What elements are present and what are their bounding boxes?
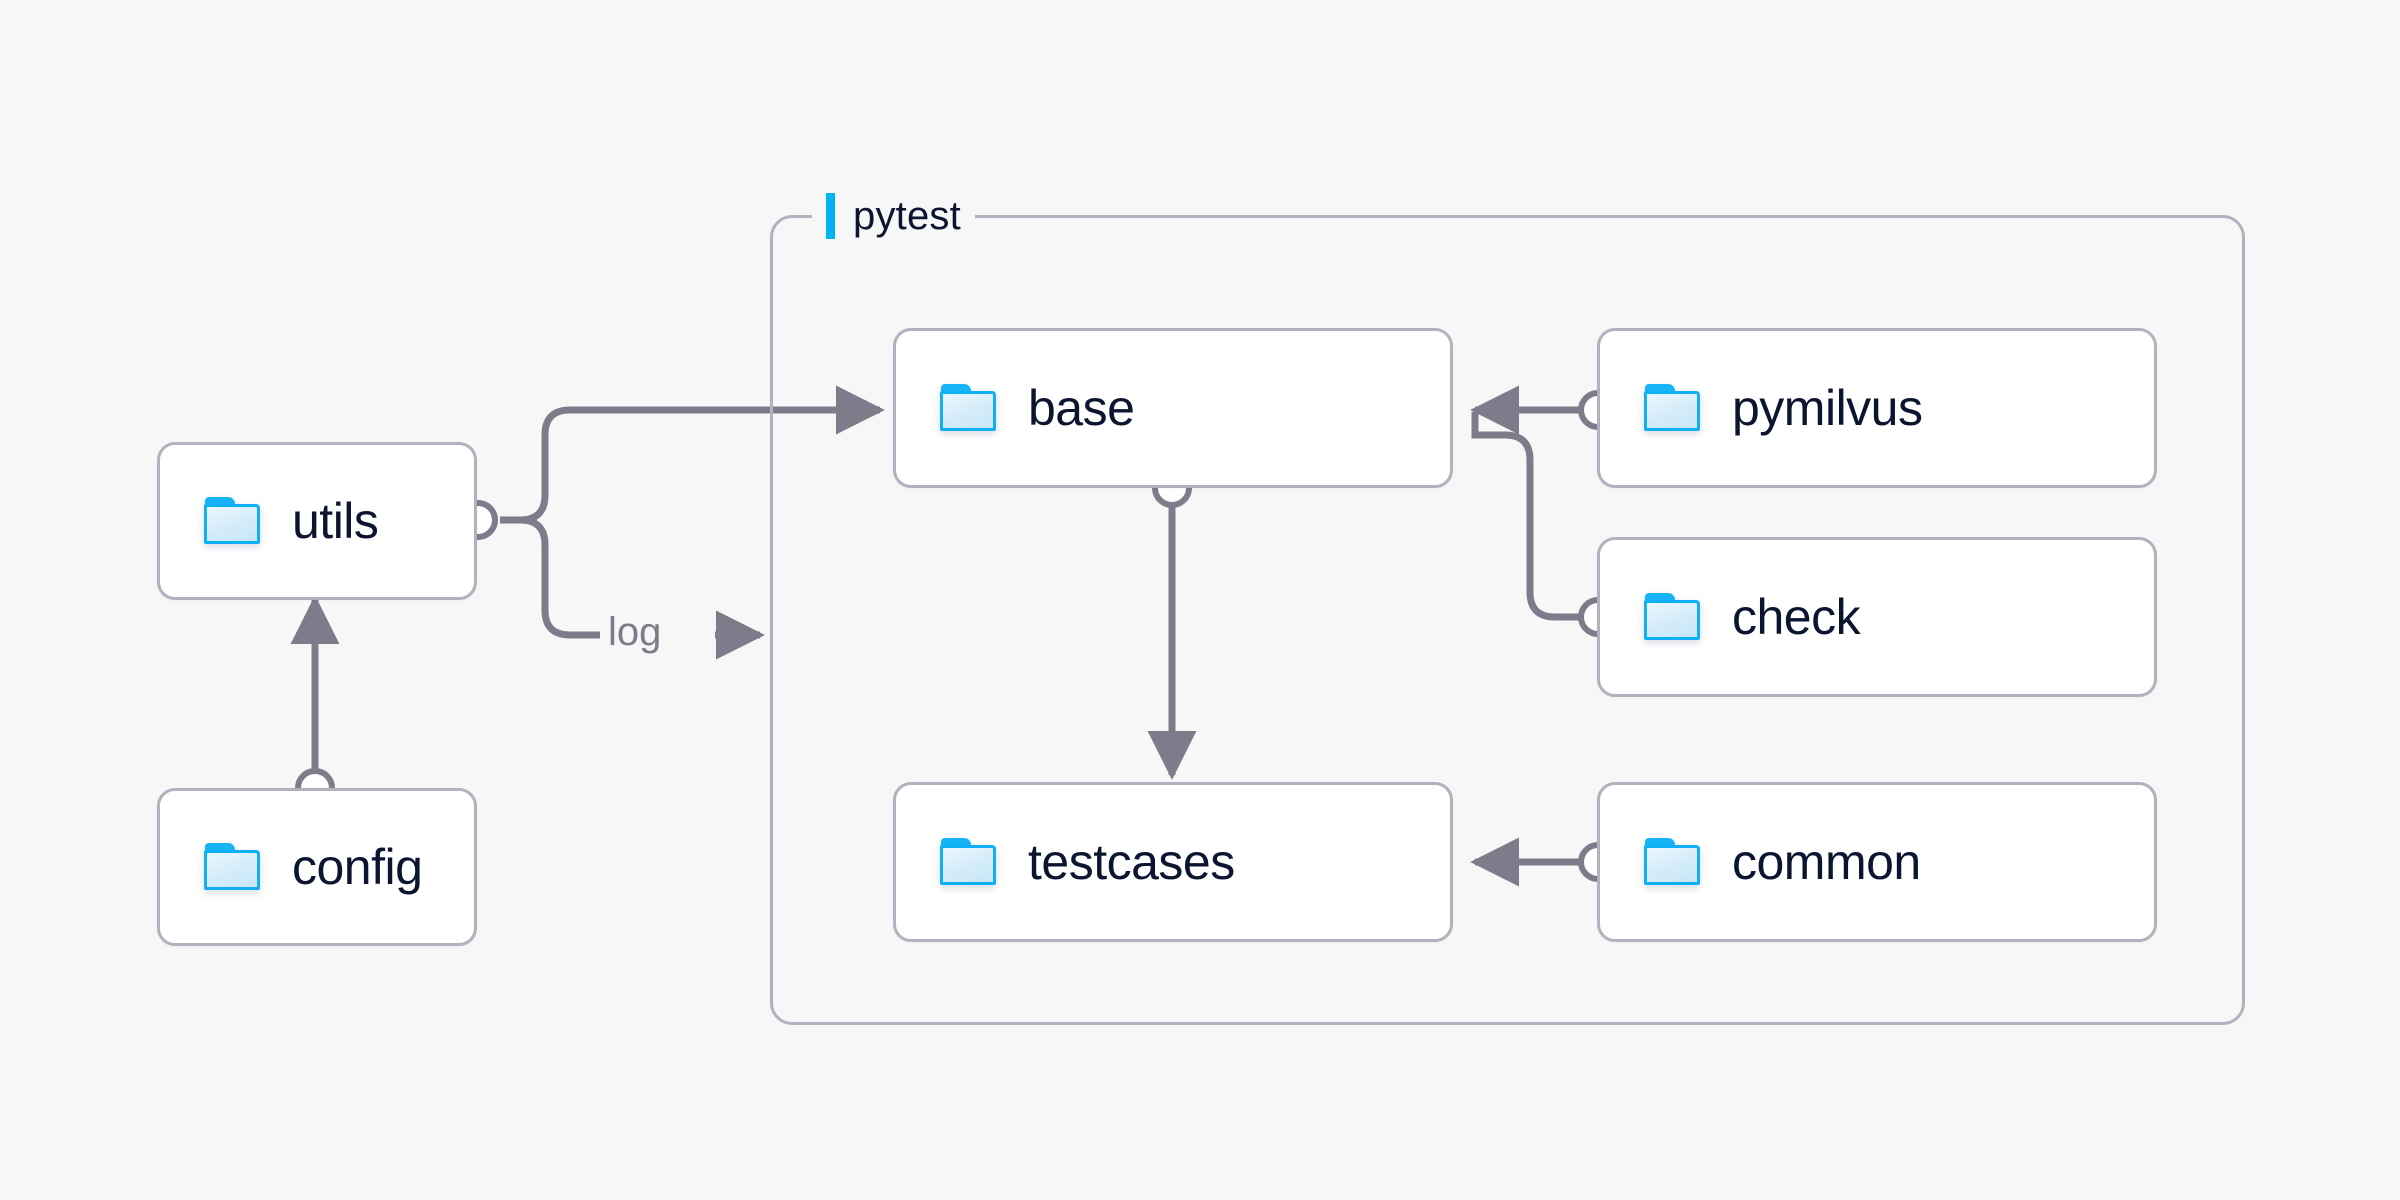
edge-label-log: log [608, 610, 662, 654]
group-accent-bar [826, 193, 835, 239]
node-utils[interactable]: utils [157, 442, 477, 600]
node-check[interactable]: check [1597, 537, 2157, 697]
node-testcases[interactable]: testcases [893, 782, 1453, 942]
pytest-group-label: pytest [812, 188, 975, 244]
node-common[interactable]: common [1597, 782, 2157, 942]
node-pymilvus[interactable]: pymilvus [1597, 328, 2157, 488]
node-label-pymilvus: pymilvus [1732, 380, 1923, 436]
node-label-testcases: testcases [1028, 834, 1235, 890]
folder-icon [1644, 838, 1702, 886]
folder-icon [1644, 593, 1702, 641]
node-base[interactable]: base [893, 328, 1453, 488]
folder-icon [940, 838, 998, 886]
folder-icon [1644, 384, 1702, 432]
node-label-utils: utils [292, 493, 379, 549]
group-title-text: pytest [853, 193, 961, 238]
pytest-group-box[interactable] [770, 215, 2245, 1025]
node-label-common: common [1732, 834, 1921, 890]
folder-icon [204, 843, 262, 891]
folder-icon [204, 497, 262, 545]
folder-icon [940, 384, 998, 432]
node-label-check: check [1732, 589, 1861, 645]
node-label-base: base [1028, 380, 1135, 436]
edge-utils-log-stub [500, 516, 600, 639]
node-label-config: config [292, 839, 423, 895]
node-config[interactable]: config [157, 788, 477, 946]
